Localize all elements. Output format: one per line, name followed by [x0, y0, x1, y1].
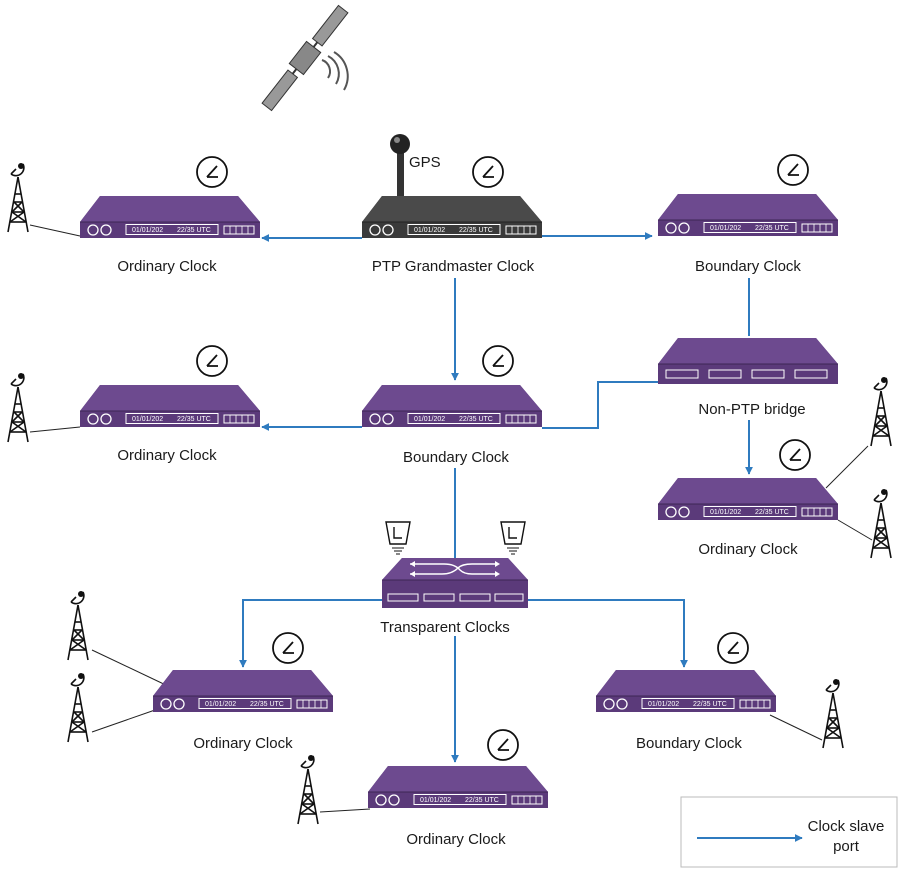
clock-icon [196, 345, 228, 377]
gps-antenna-icon: GPS [390, 134, 441, 198]
display-time: 22/35 UTC [177, 416, 211, 423]
boundary-clock-mid[interactable]: 01/01/202 22/35 UTC [361, 384, 543, 428]
legend: Clock slave port [680, 796, 898, 868]
clock-icon [272, 632, 304, 664]
display-date: 01/01/202 [648, 701, 679, 708]
display-time: 22/35 UTC [755, 509, 789, 516]
stopwatch-icon [385, 521, 411, 555]
clock-icon [777, 154, 809, 186]
antenna-tower-icon [297, 754, 319, 825]
boundary-clock-top-right[interactable]: 01/01/202 22/35 UTC [657, 193, 839, 237]
legend-line-2: port [833, 838, 860, 855]
label-bc-bottom-right: Boundary Clock [636, 735, 742, 752]
display-time: 22/35 UTC [459, 227, 493, 234]
display-date: 01/01/202 [205, 701, 236, 708]
antenna-tower-icon [7, 372, 29, 443]
antenna-tower-icon [7, 162, 29, 233]
stopwatch-icon [500, 521, 526, 555]
clock-icon [196, 156, 228, 188]
antenna-tower-icon [870, 488, 892, 559]
display-date: 01/01/202 [710, 509, 741, 516]
display-time: 22/35 UTC [177, 227, 211, 234]
ordinary-clock-mid-left[interactable]: 01/01/202 22/35 UTC [79, 384, 261, 428]
clock-icon [472, 156, 504, 188]
boundary-clock-bottom-right[interactable]: 01/01/202 22/35 UTC [595, 669, 777, 713]
label-bc-top-right: Boundary Clock [695, 258, 801, 275]
non-ptp-bridge[interactable] [657, 337, 839, 385]
clock-icon [717, 632, 749, 664]
display-time: 22/35 UTC [250, 701, 284, 708]
clock-icon [779, 439, 811, 471]
antenna-tower-icon [67, 590, 89, 661]
label-oc-bottom: Ordinary Clock [406, 831, 506, 848]
ordinary-clock-bottom[interactable]: 01/01/202 22/35 UTC [367, 765, 549, 809]
towers [7, 162, 892, 825]
clock-icon [487, 729, 519, 761]
antenna-tower-icon [870, 376, 892, 447]
display-time: 22/35 UTC [693, 701, 727, 708]
display-date: 01/01/202 [132, 416, 163, 423]
label-oc-top-left: Ordinary Clock [117, 258, 217, 275]
label-oc-mid-left: Ordinary Clock [117, 447, 217, 464]
label-bridge: Non-PTP bridge [698, 401, 805, 418]
link-tc-to-bc-bottom-right [528, 599, 688, 668]
antenna-tower-icon [67, 672, 89, 743]
display-time: 22/35 UTC [755, 225, 789, 232]
legend-line-1: Clock slave [808, 818, 885, 835]
ordinary-clock-right[interactable]: 01/01/202 22/35 UTC [657, 477, 839, 521]
label-oc-bottom-left: Ordinary Clock [193, 735, 293, 752]
display-date: 01/01/202 [710, 225, 741, 232]
gps-label: GPS [409, 154, 441, 171]
label-oc-right: Ordinary Clock [698, 541, 798, 558]
display-date: 01/01/202 [414, 227, 445, 234]
label-transparent: Transparent Clocks [380, 619, 510, 636]
link-tc-to-oc-bottom-left [239, 599, 382, 668]
ordinary-clock-top-left[interactable]: 01/01/202 22/35 UTC [79, 195, 261, 239]
label-grandmaster: PTP Grandmaster Clock [372, 258, 535, 275]
display-date: 01/01/202 [420, 797, 451, 804]
transparent-clock[interactable] [382, 558, 528, 608]
legend-box [680, 796, 898, 868]
display-time: 22/35 UTC [465, 797, 499, 804]
antenna-tower-icon [822, 678, 844, 749]
clock-icon [482, 345, 514, 377]
grandmaster-clock[interactable]: 01/01/202 22/35 UTC [361, 195, 543, 239]
ordinary-clock-bottom-left[interactable]: 01/01/202 22/35 UTC [152, 669, 334, 713]
device-labels: Ordinary Clock PTP Grandmaster Clock Bou… [117, 258, 805, 848]
display-date: 01/01/202 [414, 416, 445, 423]
connections [239, 232, 753, 763]
display-time: 22/35 UTC [459, 416, 493, 423]
label-bc-mid: Boundary Clock [403, 449, 509, 466]
link-bridge-to-bc-mid [542, 381, 658, 429]
satellite-icon [261, 4, 349, 112]
display-date: 01/01/202 [132, 227, 163, 234]
